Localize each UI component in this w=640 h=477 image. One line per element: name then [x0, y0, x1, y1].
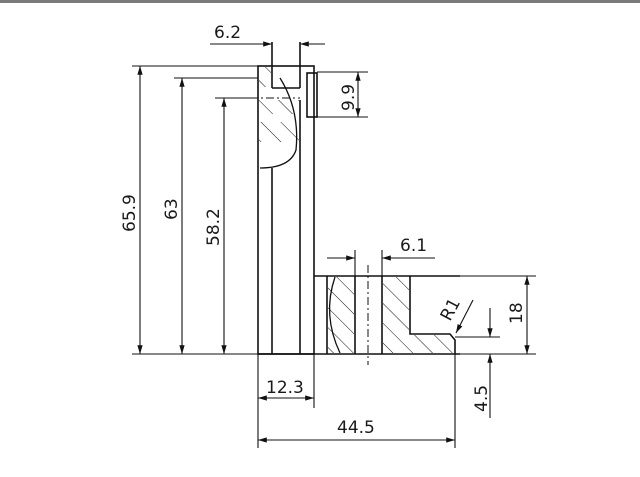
top-frame-border: [0, 0, 640, 3]
dim-wall-width: 12.3: [266, 378, 304, 398]
dim-bore-width: 6.1: [400, 236, 427, 256]
dim-slot-height: 9.9: [339, 84, 359, 111]
dim-height-58-2: 58.2: [204, 208, 224, 246]
dim-height-63: 63: [162, 198, 182, 220]
part-outline: [257, 42, 460, 355]
dim-lip-height: 4.5: [472, 385, 492, 412]
dim-fillet-radius: R1: [437, 295, 465, 324]
hatched-sections: [259, 67, 454, 353]
dim-overall-height: 65.9: [120, 194, 140, 232]
dim-top-slot-width: 6.2: [214, 23, 241, 43]
dim-overall-width: 44.5: [337, 418, 375, 438]
dim-flange-height: 18: [507, 302, 527, 324]
